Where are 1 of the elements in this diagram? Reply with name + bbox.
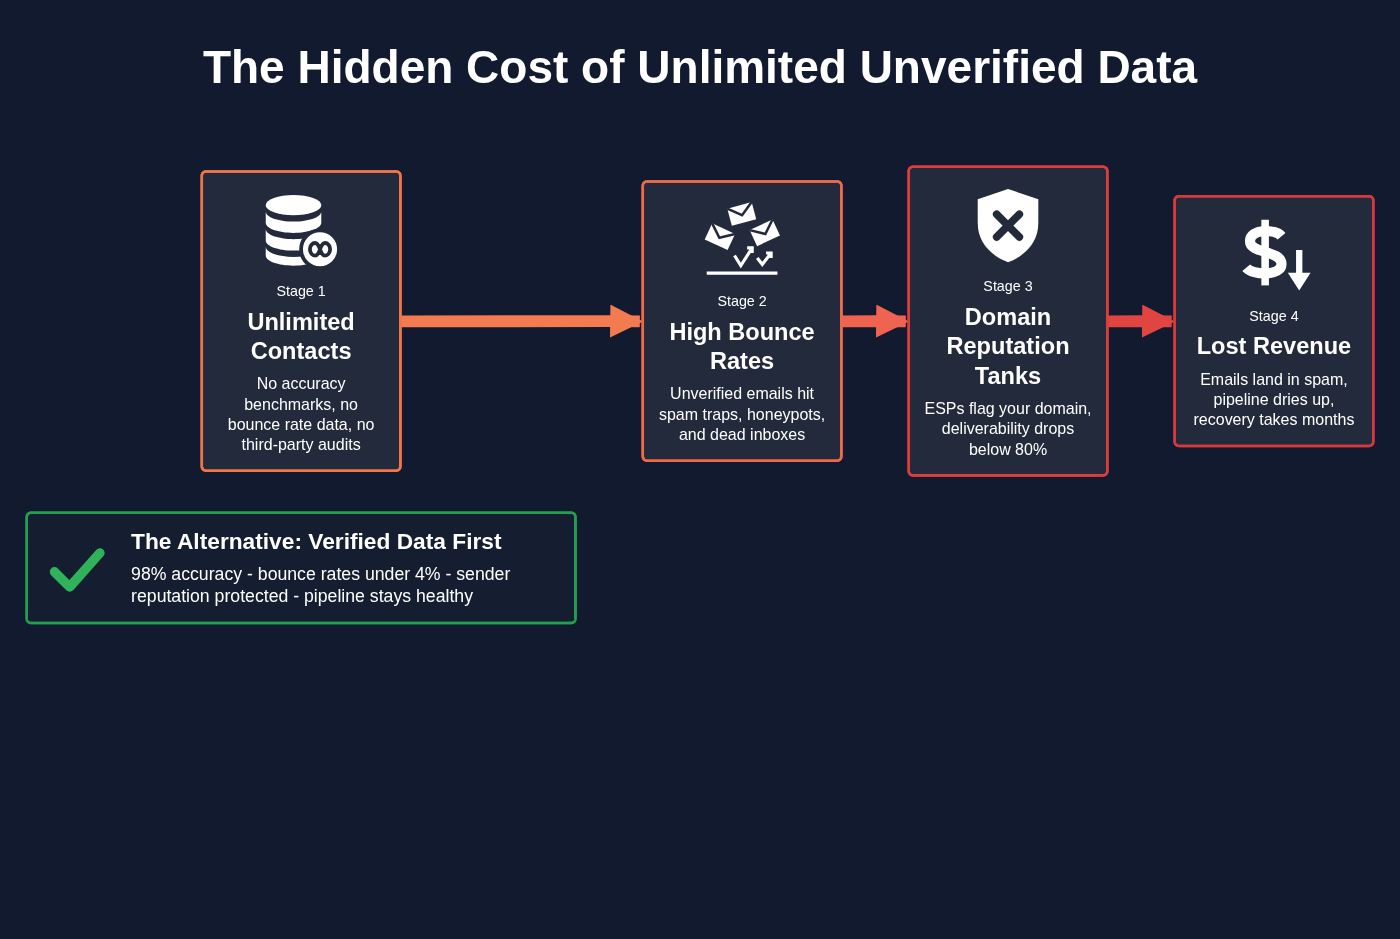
title: The Hidden Cost of Unlimited Unverified Data (202, 40, 1198, 94)
